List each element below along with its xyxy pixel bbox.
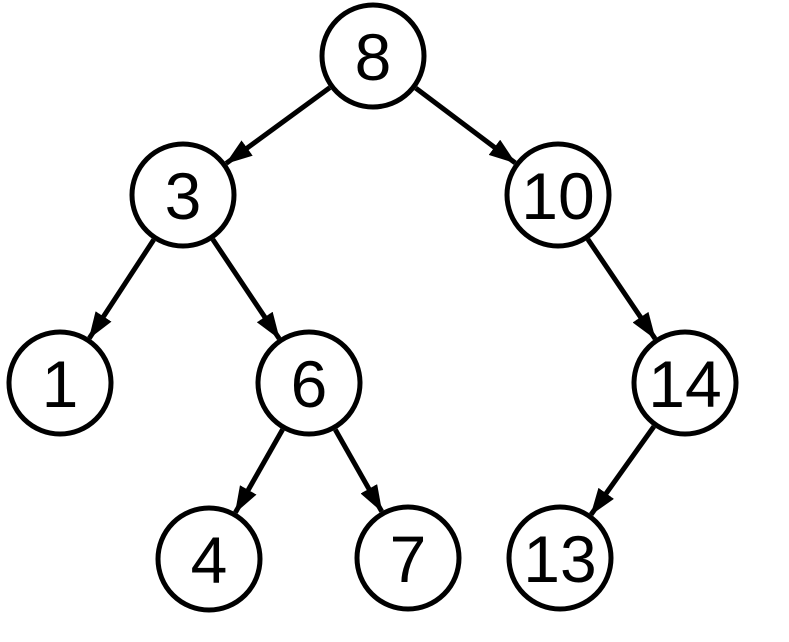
edge-8-to-10 — [414, 86, 517, 165]
tree-node-7: 7 — [354, 504, 462, 612]
tree-node-6: 6 — [255, 329, 363, 437]
edge-8-to-3 — [224, 85, 332, 166]
tree-node-3: 3 — [129, 141, 237, 249]
edge-6-to-4 — [233, 428, 285, 514]
node-circle — [354, 504, 462, 612]
edges-layer — [87, 85, 658, 516]
node-circle — [6, 329, 114, 437]
tree-node-4: 4 — [155, 505, 263, 613]
node-circle — [155, 505, 263, 613]
tree-node-14: 14 — [631, 329, 739, 437]
nodes-layer: 8 3 10 1 6 14 4 7 13 — [6, 2, 739, 613]
node-circle — [319, 2, 427, 110]
node-label: 6 — [291, 347, 328, 421]
node-label: 14 — [648, 347, 721, 421]
tree-node-1: 1 — [6, 329, 114, 437]
node-label: 7 — [390, 522, 427, 596]
edge-6-to-7 — [333, 428, 384, 513]
node-label: 1 — [42, 347, 79, 421]
tree-node-13: 13 — [506, 504, 614, 612]
tree-node-8: 8 — [319, 2, 427, 110]
edge-10-to-14 — [585, 237, 658, 341]
node-label: 10 — [521, 159, 594, 233]
node-circle — [631, 329, 739, 437]
node-label: 13 — [523, 522, 596, 596]
node-circle — [255, 329, 363, 437]
node-circle — [129, 141, 237, 249]
node-label: 8 — [355, 20, 392, 94]
node-label: 4 — [191, 523, 228, 597]
edge-14-to-13 — [589, 425, 656, 516]
node-circle — [506, 504, 614, 612]
node-label: 3 — [165, 159, 202, 233]
edge-3-to-1 — [87, 238, 156, 340]
node-circle — [504, 141, 612, 249]
tree-node-10: 10 — [504, 141, 612, 249]
edge-3-to-6 — [210, 238, 282, 340]
